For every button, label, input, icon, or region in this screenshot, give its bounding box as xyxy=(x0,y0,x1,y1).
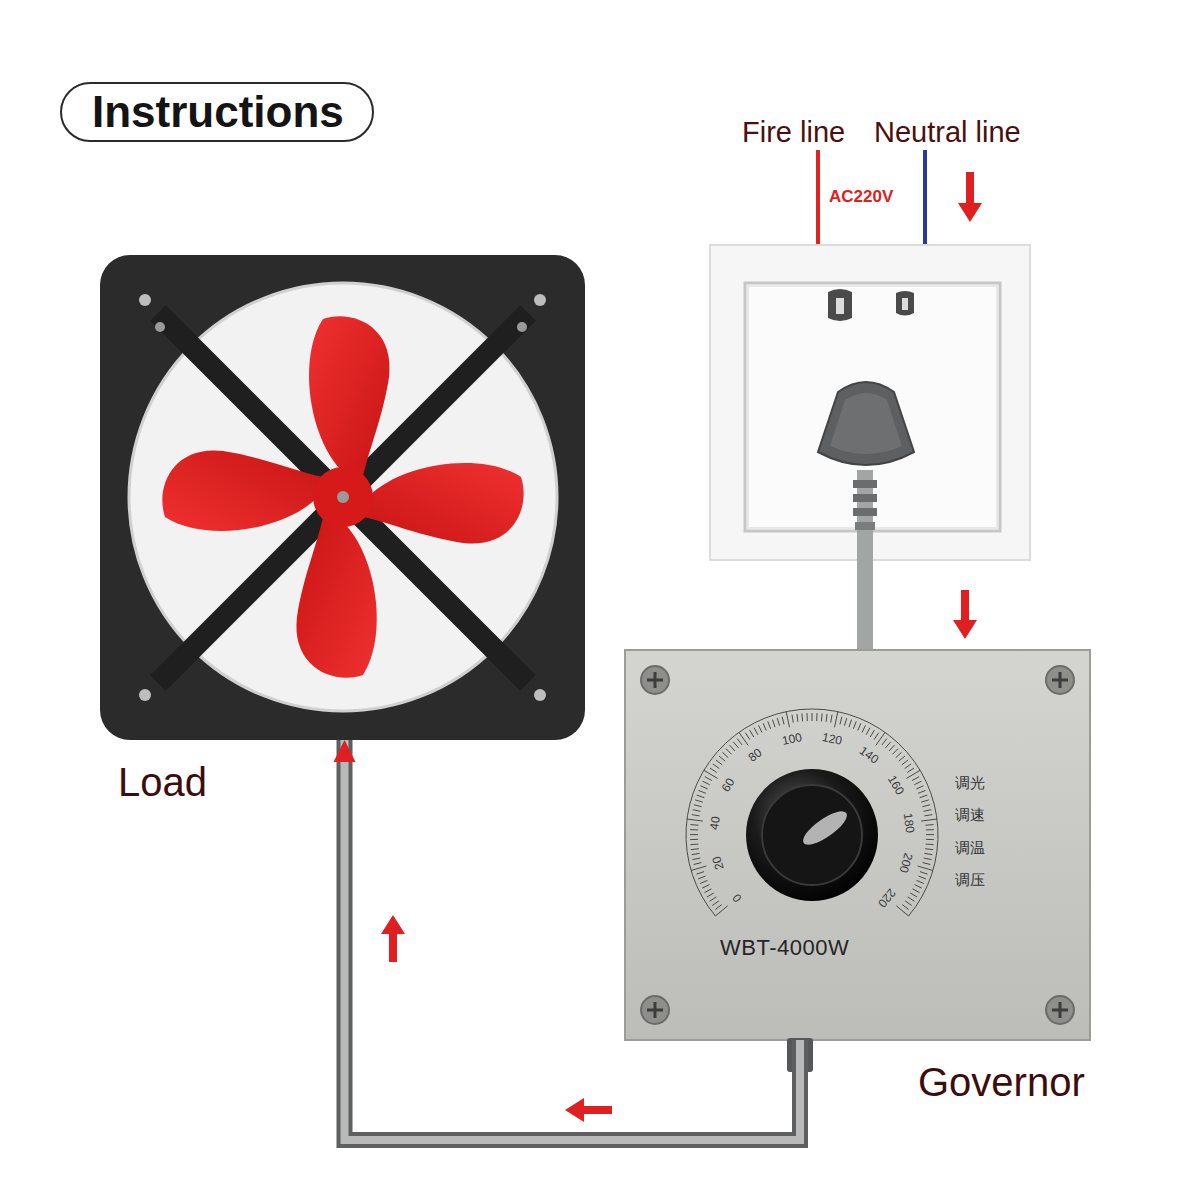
fan-blade xyxy=(309,316,389,477)
frame-screw xyxy=(534,294,546,306)
governor-label: Governor xyxy=(918,1060,1085,1105)
cord-rib xyxy=(853,508,877,516)
fan-blade xyxy=(296,517,376,678)
fire-line-label: Fire line xyxy=(742,116,845,149)
flow-arrow xyxy=(565,1098,612,1122)
governor-box: GovernorWBT-4000W xyxy=(625,650,1090,1040)
plug-grip xyxy=(830,393,902,454)
housing-screw xyxy=(1046,666,1074,694)
flow-arrow xyxy=(953,590,977,639)
housing-screw-slot xyxy=(647,1002,663,1018)
socket-hole xyxy=(828,289,852,321)
fan-blade xyxy=(363,463,524,543)
dial-number: 40 xyxy=(707,815,723,830)
socket-plate xyxy=(710,245,1030,560)
fan-hub xyxy=(313,467,373,527)
cord-rib xyxy=(855,522,875,530)
fan-figure xyxy=(100,255,585,740)
function-label: 调压 xyxy=(955,871,985,890)
frame-screw xyxy=(155,322,165,332)
knob-cap xyxy=(762,785,862,885)
knob-highlight xyxy=(799,806,852,851)
plug xyxy=(818,382,914,465)
governor-figure xyxy=(625,650,1090,1040)
housing-screw xyxy=(641,996,669,1024)
frame-screw xyxy=(534,689,546,701)
frame-screw xyxy=(139,294,151,306)
load-fan: Load xyxy=(100,255,585,740)
load-label: Load xyxy=(118,760,207,805)
fan-strut xyxy=(158,313,528,683)
function-label: 调速 xyxy=(955,806,985,825)
socket-hole-pin xyxy=(902,298,908,310)
fire-wire xyxy=(816,150,820,248)
flow-arrow xyxy=(958,172,982,222)
housing-screw xyxy=(1046,996,1074,1024)
function-label: 调温 xyxy=(955,839,985,858)
cord-rib xyxy=(853,480,877,488)
fan-strut xyxy=(158,313,528,683)
fan-blade xyxy=(162,450,323,530)
housing-screw-slot xyxy=(647,672,663,688)
model-number: WBT-4000W xyxy=(720,935,849,961)
fan-frame xyxy=(100,255,585,740)
housing-screw xyxy=(641,666,669,694)
function-label: 调光 xyxy=(955,774,985,793)
neutral-wire xyxy=(923,150,927,248)
frame-screw xyxy=(517,322,527,332)
fan-opening xyxy=(129,283,557,711)
dial-scale xyxy=(686,709,938,916)
flow-arrow xyxy=(381,915,405,962)
socket-hole xyxy=(896,291,914,316)
fan-hub-screw xyxy=(337,491,349,503)
governor-housing xyxy=(625,650,1090,1040)
voltage-label: AC220V xyxy=(829,187,893,207)
dial-number: 180 xyxy=(901,812,917,834)
cord-rib xyxy=(853,494,877,502)
dial-knob xyxy=(746,769,878,901)
housing-screw-slot xyxy=(1052,672,1068,688)
socket-hole-pin xyxy=(836,298,844,314)
neutral-line-label: Neutral line xyxy=(874,116,1021,149)
frame-screw xyxy=(139,689,151,701)
housing-screw-slot xyxy=(1052,1002,1068,1018)
title-pill: Instructions xyxy=(60,82,374,142)
fan-propeller xyxy=(162,316,523,677)
